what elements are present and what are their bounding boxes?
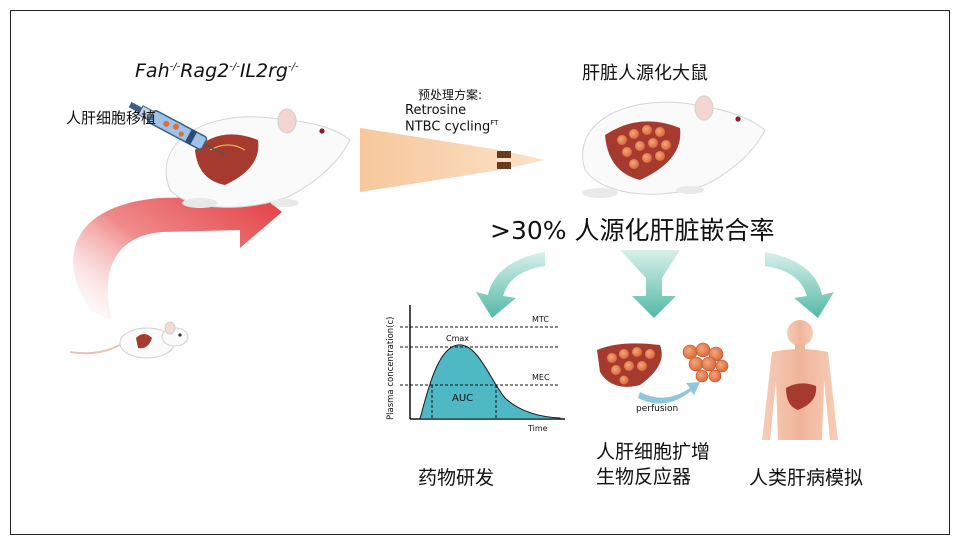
ntbc-main: NTBC cycling bbox=[405, 119, 491, 135]
pk-chart bbox=[400, 305, 565, 420]
small-mouse bbox=[69, 321, 189, 359]
strain-label: Fah-/-Rag2-/-IL2rg-/- bbox=[135, 60, 299, 82]
application-drug-label: 药物研发 bbox=[418, 467, 495, 489]
figure-frame bbox=[10, 10, 950, 535]
pk-xlabel: Time bbox=[528, 424, 548, 433]
strain-fah: Fah bbox=[135, 60, 170, 82]
pk-auc-label: AUC bbox=[452, 393, 474, 404]
human-body-icon bbox=[762, 320, 838, 440]
strain-rag2: Rag2 bbox=[180, 60, 230, 82]
strain-sup2: -/- bbox=[229, 61, 240, 73]
strain-sup3: -/- bbox=[287, 61, 299, 73]
recipient-rat bbox=[165, 108, 351, 208]
pretreatment-ntbc: NTBC cyclingFT bbox=[405, 119, 498, 134]
pretreatment-arrow bbox=[360, 128, 545, 192]
ntbc-sup: FT bbox=[490, 119, 499, 127]
hepatocyte-cluster bbox=[682, 342, 729, 383]
perfusion-liver bbox=[597, 343, 662, 387]
pk-cmax-label: Cmax bbox=[446, 334, 470, 343]
pk-mec-label: MEC bbox=[532, 373, 550, 382]
perfusion-arrow bbox=[638, 382, 700, 404]
pretreatment-title: 预处理方案: bbox=[418, 88, 483, 102]
bioreactor-line1: 人肝细胞扩增 bbox=[596, 441, 711, 463]
syringe-icon bbox=[128, 101, 226, 156]
chimerism-label: >30% 人源化肝脏嵌合率 bbox=[490, 216, 775, 245]
perfusion-label: perfusion bbox=[636, 404, 679, 414]
transplant-curved-arrow bbox=[73, 178, 282, 320]
pk-ylabel: Plasma concentration(c) bbox=[386, 316, 396, 421]
application-disease-label: 人类肝病模拟 bbox=[749, 467, 864, 489]
arrow-to-disease bbox=[765, 252, 834, 318]
arrow-to-drug bbox=[476, 252, 545, 318]
strain-il2rg: IL2rg bbox=[239, 60, 288, 82]
pretreatment-retrosine: Retrosine bbox=[405, 103, 467, 118]
strain-sup1: -/- bbox=[169, 61, 181, 73]
pk-mtc-label: MTC bbox=[532, 315, 549, 324]
humanized-rat-title: 肝脏人源化大鼠 bbox=[582, 63, 708, 84]
transplant-label: 人肝细胞移植 bbox=[66, 109, 157, 127]
humanized-rat bbox=[582, 95, 766, 198]
arrow-to-bioreactor bbox=[620, 250, 680, 318]
bioreactor-line2: 生物反应器 bbox=[596, 466, 692, 488]
application-bioreactor-label: 人肝细胞扩增 生物反应器 bbox=[596, 440, 710, 490]
